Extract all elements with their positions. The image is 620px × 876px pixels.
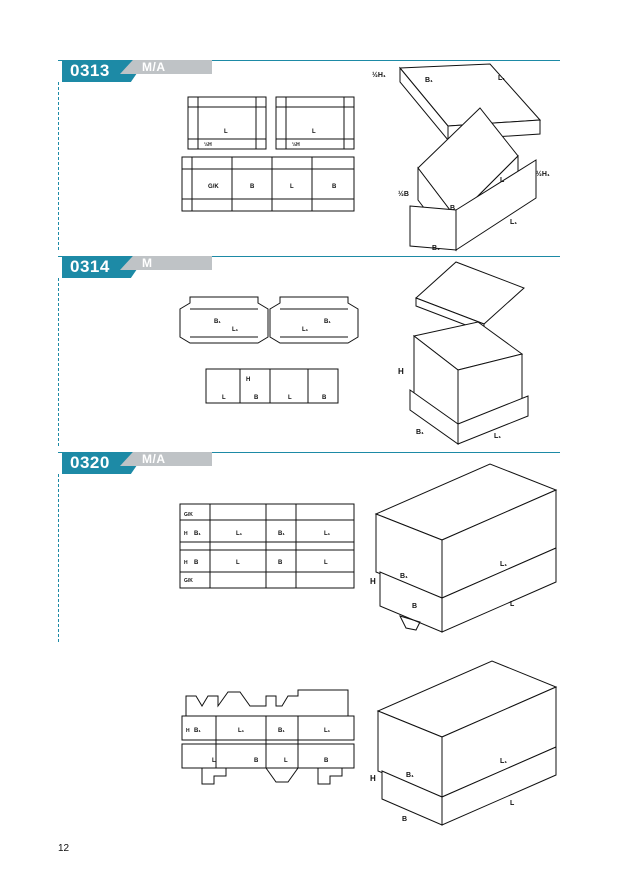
box-label: B₁ (406, 772, 414, 779)
flat-label: H (184, 560, 188, 566)
flat-label: B (250, 184, 255, 190)
section-dashed-rule (58, 474, 59, 642)
flat-label: B₁ (278, 728, 285, 734)
box-label: L₁ (500, 758, 507, 765)
section-style-tag: M/A (120, 60, 212, 74)
flat-label: H (186, 728, 190, 734)
section-header-rule (58, 60, 560, 61)
box-label: B (402, 816, 407, 823)
flat-label: G/K (208, 184, 219, 190)
box-label: L (510, 601, 515, 608)
box-label: ½H₁ (372, 71, 386, 79)
flat-label: L₁ (324, 728, 331, 734)
flat-layout-bottom: H B₁ L₁ B₁ L₁ L B L B (181, 689, 355, 785)
section-code: 0313 (62, 60, 146, 82)
flat-label: B (194, 560, 199, 566)
box-label: B₁ (416, 429, 424, 436)
flat-label: L (288, 395, 292, 401)
flat-label: B₁ (194, 531, 201, 537)
flat-label: L (222, 395, 226, 401)
flat-label: B (332, 184, 337, 190)
flat-layout-0320: G/K H B₁ L₁ B₁ L₁ H B L B L G/K (179, 503, 355, 589)
box-label: H (398, 367, 404, 376)
section-style-tag: M/A (120, 452, 212, 466)
section-code: 0314 (62, 256, 146, 278)
flat-label: B₁ (278, 531, 285, 537)
box-label: B (412, 603, 417, 610)
flat-label: L (312, 129, 316, 135)
box-label: B₁ (425, 77, 433, 84)
box-3d-bottom: B₁ L₁ H B L (370, 660, 558, 826)
flat-label: B (278, 560, 283, 566)
flat-label: B₁ (194, 728, 201, 734)
box-label: H (370, 577, 376, 586)
box-label: ½H₁ (536, 170, 550, 178)
flat-label: L (284, 758, 288, 764)
flat-label: G/K (184, 512, 193, 518)
flat-label: B (254, 758, 259, 764)
flat-label: H (246, 377, 250, 383)
box-label: B₁ (432, 245, 440, 252)
flat-label: L₁ (302, 327, 309, 333)
flat-label: ½H (292, 141, 300, 148)
box-label: H (370, 774, 376, 783)
flat-label: L₁ (324, 531, 331, 537)
section-code: 0320 (62, 452, 146, 474)
flat-label: B (324, 758, 329, 764)
box-3d-0314: H B₁ L₁ (398, 261, 529, 445)
flat-label: L₁ (232, 327, 239, 333)
section-header-rule (58, 256, 560, 257)
flat-label: L₁ (238, 728, 245, 734)
section-header-rule (58, 452, 560, 453)
flat-label: G/K (184, 578, 193, 584)
flat-layout-0314: B₁ L₁ B₁ L₁ H L B L B (179, 296, 359, 404)
box-label: L₁ (498, 75, 505, 82)
box-label: L₁ (500, 561, 507, 568)
flat-label: L (290, 184, 294, 190)
page-number: 12 (58, 843, 70, 854)
box-label: L (510, 800, 515, 807)
flat-label: L (224, 129, 228, 135)
flat-layout-0313: L ½H L ½H G/K B L B (181, 96, 355, 212)
box-label: B (450, 205, 455, 212)
flat-label: H (184, 531, 188, 537)
box-label: L₁ (510, 219, 517, 226)
flat-label: B (322, 395, 327, 401)
section-style-tag: M (120, 256, 212, 270)
flat-label: L (236, 560, 240, 566)
flat-label: L (212, 758, 216, 764)
flat-label: B (254, 395, 259, 401)
section-dashed-rule (58, 82, 59, 250)
box-3d-0313: ½H₁ B₁ L₁ ½B B L ½H₁ L₁ B₁ (372, 63, 550, 252)
flat-label: B₁ (324, 319, 331, 325)
box-label: ½B (398, 190, 409, 198)
box-3d-0320: B₁ L₁ H B L (370, 463, 558, 633)
box-label: B₁ (400, 573, 408, 580)
flat-label: L (324, 560, 328, 566)
box-label: L (500, 177, 505, 184)
flat-label: ½H (204, 141, 212, 148)
box-label: L₁ (494, 433, 501, 440)
flat-label: B₁ (214, 319, 221, 325)
flat-label: L₁ (236, 531, 243, 537)
section-dashed-rule (58, 278, 59, 446)
